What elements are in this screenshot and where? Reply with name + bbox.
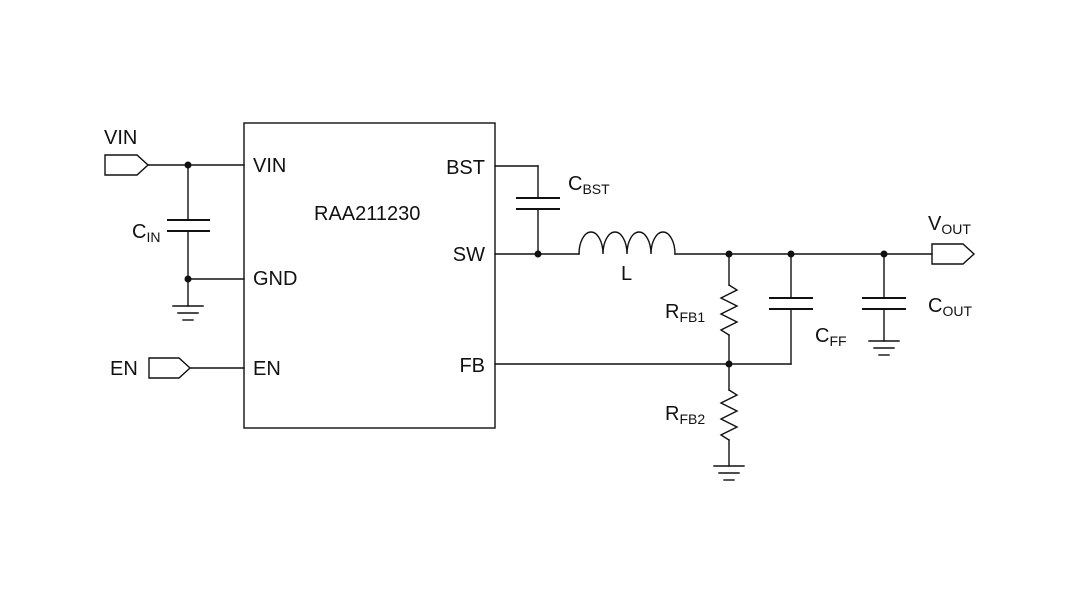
en-input: EN bbox=[110, 357, 245, 380]
vout-port-connector bbox=[931, 243, 976, 265]
bst-sw-network: CBST L bbox=[494, 165, 676, 285]
en-port-connector bbox=[148, 357, 192, 379]
cout-label: COUT bbox=[928, 295, 972, 319]
cff-capacitor: CFF bbox=[769, 253, 847, 365]
ground-symbol-icon bbox=[713, 465, 745, 481]
rfb2-label: RFB2 bbox=[665, 403, 705, 427]
cbst-label: CBST bbox=[568, 173, 610, 197]
sw-junction-dot bbox=[534, 250, 542, 258]
cin-label: CIN bbox=[132, 221, 160, 245]
feedback-network: RFB1 RFB2 bbox=[494, 253, 792, 481]
pin-label-bst: BST bbox=[446, 157, 485, 179]
vin-port-label: VIN bbox=[104, 127, 137, 149]
inductor-label: L bbox=[621, 263, 632, 285]
vin-input-network: VIN CIN bbox=[104, 127, 245, 321]
pin-label-en: EN bbox=[253, 358, 281, 380]
pin-label-sw: SW bbox=[453, 244, 485, 266]
ground-symbol-icon bbox=[172, 305, 204, 321]
ic-part-number: RAA211230 bbox=[314, 203, 420, 225]
en-port-label: EN bbox=[110, 358, 138, 380]
vout-rail: VOUT bbox=[674, 213, 976, 265]
pin-label-fb: FB bbox=[459, 355, 485, 377]
fb-junction-dot bbox=[725, 360, 733, 368]
ic-body bbox=[243, 122, 496, 429]
rfb2-resistor-icon bbox=[719, 389, 739, 441]
vin-port-connector bbox=[104, 154, 150, 176]
rfb1-label: RFB1 bbox=[665, 301, 705, 325]
rfb1-resistor-icon bbox=[719, 284, 739, 336]
cout-capacitor: COUT bbox=[862, 253, 972, 356]
inductor-coil-icon bbox=[578, 231, 676, 255]
cff-label: CFF bbox=[815, 325, 847, 349]
pin-label-gnd: GND bbox=[253, 268, 297, 290]
vout-port-label: VOUT bbox=[928, 213, 971, 237]
pin-label-vin: VIN bbox=[253, 155, 286, 177]
ground-symbol-icon bbox=[868, 340, 900, 356]
ic-raa211230: RAA211230 VIN GND EN BST SW FB bbox=[243, 122, 496, 429]
